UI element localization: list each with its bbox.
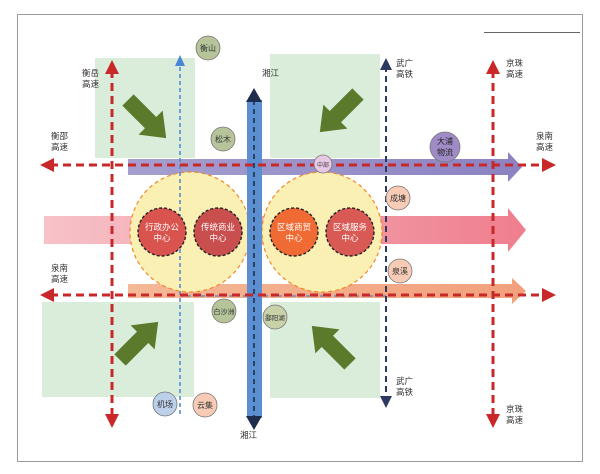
highway-arrow-bottom-right xyxy=(542,288,556,302)
place-chengyang: 酃阳湖 xyxy=(262,304,288,330)
river-arrow-top xyxy=(246,88,262,102)
center-node-2: 传统商业 中心 xyxy=(193,207,243,257)
center-4-line1: 区域服务 xyxy=(333,222,368,233)
place-songmu: 松木 xyxy=(210,126,236,152)
quannan-left-label-2: 高速 xyxy=(51,274,69,285)
yunji-label: 云集 xyxy=(197,400,213,410)
wuguang-bottom-label-1: 武广 xyxy=(396,376,413,387)
airport-label: 机场 xyxy=(157,399,173,409)
quannan-left-label-1: 泉南 xyxy=(51,263,68,274)
place-yunji: 云集 xyxy=(192,392,218,418)
highway-arrow-left-up xyxy=(105,60,119,74)
place-chengtuo: 成塘 xyxy=(385,185,411,211)
highway-arrow-top-left xyxy=(40,158,54,172)
place-dapu: 大浦 物流 xyxy=(429,131,461,163)
hengyue-label-1: 衡岳 xyxy=(82,68,100,79)
highway-arrow-bottom-left xyxy=(40,288,54,302)
place-quanxi: 泉溪 xyxy=(387,258,413,284)
hengyue-label-2: 高速 xyxy=(82,79,100,90)
chengyang-label: 酃阳湖 xyxy=(265,313,285,322)
highway-arrow-left-down xyxy=(105,414,119,428)
railway-arrow-bottom xyxy=(380,396,392,408)
jingzhu-bottom-label-2: 高速 xyxy=(506,415,524,426)
center-2-line2: 中心 xyxy=(209,233,227,244)
railway-arrow-top xyxy=(380,58,392,70)
wuguang-top-label-2: 高铁 xyxy=(396,69,414,80)
baishatai-label: 白沙洲 xyxy=(214,307,235,316)
dapu-label-2: 物流 xyxy=(437,147,453,157)
hengshao-label-2: 高速 xyxy=(51,142,69,153)
blue-dashed-arrow-up xyxy=(175,55,185,66)
place-baishatai: 白沙洲 xyxy=(211,298,237,324)
jingzhu-top-label-1: 京珠 xyxy=(506,58,524,69)
green-zone-bottom-left xyxy=(42,302,194,397)
jingzhu-bottom-label-1: 京珠 xyxy=(506,404,524,415)
quannan-right-label-2: 高速 xyxy=(536,142,554,153)
hengshan-label: 衡山 xyxy=(200,43,216,53)
place-hengshan: 衡山 xyxy=(195,35,221,61)
center-3-line2: 中心 xyxy=(285,233,303,244)
river-arrow-bottom xyxy=(246,416,262,430)
center-4-line2: 中心 xyxy=(341,233,359,244)
place-airport: 机场 xyxy=(152,391,178,417)
xiangjiang-river xyxy=(247,100,262,418)
green-arrow-top-right xyxy=(319,88,364,133)
center-node-3: 区域商贸 中心 xyxy=(269,207,319,257)
center-2-line1: 传统商业 xyxy=(201,222,235,233)
center-3-line1: 区域商贸 xyxy=(277,222,311,233)
top-rule-line xyxy=(484,32,580,33)
jingzhu-top-label-2: 高速 xyxy=(506,69,524,80)
center-1-line2: 中心 xyxy=(153,233,171,244)
green-zone-top-right xyxy=(270,54,380,158)
center-node-4: 区域服务 中心 xyxy=(325,207,375,257)
center-node-1: 行政办公 中心 xyxy=(137,207,187,257)
center-1-line1: 行政办公 xyxy=(145,222,180,233)
hengshao-label-1: 衡邵 xyxy=(51,131,69,142)
green-arrow-top-left xyxy=(122,94,167,139)
wuguang-bottom-label-2: 高铁 xyxy=(396,387,414,398)
highway-arrow-right-up xyxy=(486,60,500,74)
dapu-label-1: 大浦 xyxy=(437,136,453,146)
xiangjiang-top-label: 湘江 xyxy=(262,68,280,79)
green-arrow-bottom-left xyxy=(114,321,159,366)
highway-arrow-top-right xyxy=(542,158,556,172)
songmu-label: 松木 xyxy=(215,134,231,144)
wuguang-top-label-1: 武广 xyxy=(396,58,413,69)
quanxi-label: 泉溪 xyxy=(392,266,408,276)
highway-arrow-right-down xyxy=(486,414,500,428)
highways xyxy=(40,60,556,428)
green-arrows xyxy=(114,88,364,370)
place-small-node: 中部 xyxy=(313,154,333,174)
chengtuo-label: 成塘 xyxy=(390,193,406,203)
green-arrow-bottom-right xyxy=(311,325,356,370)
small-node-label: 中部 xyxy=(317,161,329,169)
quannan-right-label-1: 泉南 xyxy=(536,131,553,142)
xiangjiang-bottom-label: 湘江 xyxy=(240,430,258,441)
